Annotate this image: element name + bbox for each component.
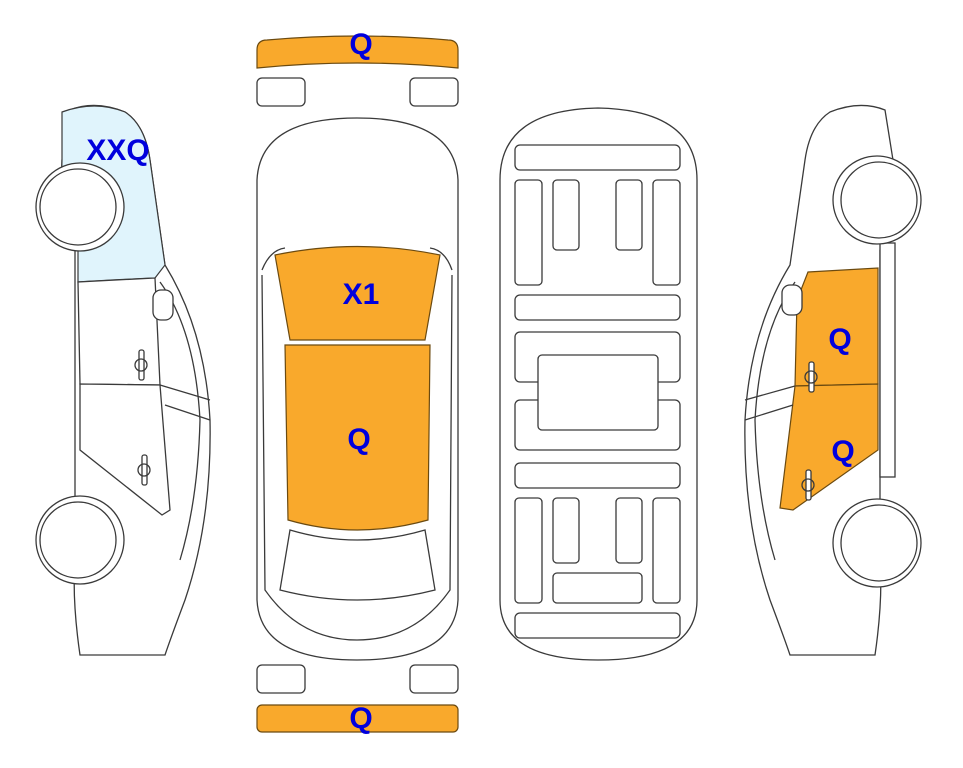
diagram-line [652,179,681,286]
rear-bumper-label: Q [349,702,373,735]
diagram-line [652,497,681,604]
diagram-line [134,358,148,372]
roof-panel[interactable] [284,344,431,531]
top-view [256,35,459,733]
diagram-line [39,168,117,246]
right-rear-door[interactable] [779,383,879,511]
diagram-line [804,370,818,384]
right-mirror [781,284,803,316]
diagram-line [514,294,681,321]
rear-bumper[interactable] [256,704,459,733]
top-left-headlight [256,77,306,107]
diagram-line [805,469,812,501]
right-door-handle-icon [801,469,815,501]
diagram-line [514,612,681,639]
right-rear-wheel [832,498,922,588]
diagram-line [552,572,643,604]
front-bumper-label: Q [349,28,373,61]
left-window-line [159,281,201,561]
diagram-line [537,354,659,431]
diagram-line [261,247,453,641]
diagram-line [808,361,815,393]
left-mirror [152,289,174,321]
left-front-door[interactable] [77,277,161,386]
diagram-line [615,179,643,251]
diagram-line [840,504,918,582]
underside-view [499,107,698,661]
roof-label: Q [347,423,371,456]
left-side-view [35,104,211,656]
diagram-line [279,529,436,601]
diagram-line [840,161,918,239]
diagram-line [514,179,543,286]
diagram-line [879,242,896,478]
left-rear-quarter-label: XXQ [86,134,150,167]
diagram-line [138,349,145,381]
diagram-line [141,454,148,486]
hood-label: X1 [342,278,380,311]
diagram-line [615,497,643,564]
left-rear-wheel [35,162,125,252]
right-rear-door-label: Q [831,435,855,468]
right-front-door-label: Q [828,323,852,356]
diagram-line [137,463,151,477]
diagram-line [754,281,796,561]
diagram-line [514,144,681,171]
left-door-handle-icon [137,454,151,486]
top-left-taillight [256,664,306,694]
front-bumper[interactable] [256,35,459,69]
diagram-line [744,385,796,421]
left-b-pillar [159,384,211,421]
left-front-wheel [35,495,125,585]
right-front-wheel [832,155,922,245]
top-right-headlight [409,77,459,107]
left-door-handle-icon [134,349,148,381]
diagram-line [514,497,543,604]
diagram-line [39,501,117,579]
diagram-line [552,179,580,251]
right-door-handle-icon [804,361,818,393]
diagram-line [552,497,580,564]
top-right-taillight [409,664,459,694]
diagram-line [514,462,681,489]
hood-panel[interactable] [274,245,441,341]
diagram-line [801,478,815,492]
right-side-view [744,104,922,656]
